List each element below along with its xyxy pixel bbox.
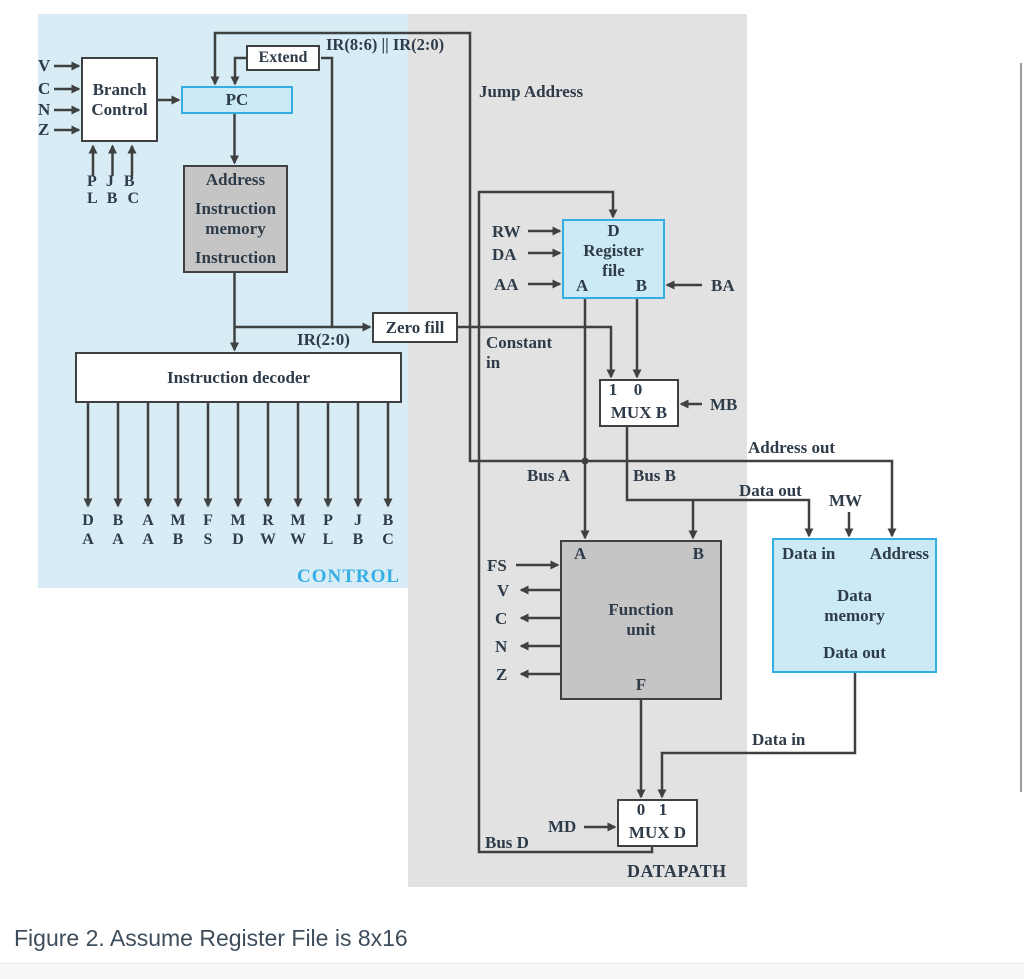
address-out-label: Address out xyxy=(748,438,836,457)
mux-d-input-0-label: 0 xyxy=(636,800,646,819)
fu-title: Function unit xyxy=(608,600,674,639)
control-region-label: CONTROL xyxy=(297,566,401,587)
fs-label: FS xyxy=(487,556,507,575)
da-label: DA xyxy=(492,245,517,264)
page-edge-line xyxy=(1020,63,1022,792)
ir-concat-label: IR(8:6) || IR(2:0) xyxy=(326,35,445,54)
data-out-label: Data out xyxy=(739,481,802,500)
mux-d-input-1-label: 1 xyxy=(658,800,668,819)
instruction-decoder-block: Instruction decoder xyxy=(75,352,402,403)
wire-jump-address xyxy=(210,31,585,463)
wire-address-out xyxy=(585,459,897,538)
mb-label: MB xyxy=(710,395,738,414)
footer-strip xyxy=(0,963,1024,979)
rf-b-port-label: B xyxy=(635,276,647,296)
mux-d-title: MUX D xyxy=(628,823,687,843)
status-input-v-label: V xyxy=(38,56,51,75)
constant-in-label: Constant in xyxy=(486,333,553,372)
extend-block: Extend xyxy=(246,45,320,71)
wire-bus-b-data-out xyxy=(625,427,814,538)
bus-a-label: Bus A xyxy=(527,466,570,485)
imem-title: Instruction memory xyxy=(194,199,277,238)
flag-c-label: C xyxy=(495,609,508,628)
mux-b-block: 1 0 MUX B xyxy=(599,379,679,427)
dm-address-port-label: Address xyxy=(869,544,929,563)
md-label: MD xyxy=(548,817,577,836)
branch-feedback-row2-label: L B C xyxy=(87,190,143,207)
mux-d-block: 0 1 MUX D xyxy=(617,799,698,847)
branch-control-block: Branch Control xyxy=(81,57,158,142)
rf-d-port-label: D xyxy=(607,221,620,240)
aa-label: AA xyxy=(494,275,519,294)
wiring-layer xyxy=(54,31,897,854)
figure-caption: Figure 2. Assume Register File is 8x16 xyxy=(14,925,408,951)
fu-a-port-label: A xyxy=(574,544,587,563)
register-file-block: D Register file A B xyxy=(562,219,665,299)
ir-low-label: IR(2:0) xyxy=(297,330,350,349)
rw-label: RW xyxy=(492,222,521,241)
data-memory-block: Data in Address Data memory Data out xyxy=(772,538,937,673)
datapath-region-label: DATAPATH xyxy=(627,861,727,881)
mux-b-input-1-label: 1 xyxy=(608,380,618,399)
rf-title-line2: file xyxy=(602,261,625,280)
branch-feedback-row1-label: P J B xyxy=(87,173,138,190)
ba-label: BA xyxy=(711,276,735,295)
status-input-z-label: Z xyxy=(38,120,50,139)
flag-n-label: N xyxy=(495,637,508,656)
flag-z-label: Z xyxy=(496,665,508,684)
status-input-c-label: C xyxy=(38,79,51,98)
mux-b-input-0-label: 0 xyxy=(633,380,643,399)
status-input-n-label: N xyxy=(38,100,51,119)
wire-constant-to-muxb xyxy=(458,325,616,379)
datapath-region-panel xyxy=(408,14,747,887)
bus-a-junction-dot xyxy=(581,457,589,465)
function-unit-block: A B Function unit F xyxy=(560,540,722,700)
mw-label: MW xyxy=(829,491,863,510)
dm-data-in-port-label: Data in xyxy=(782,544,836,563)
jump-address-label: Jump Address xyxy=(479,82,584,101)
imem-address-port-label: Address xyxy=(205,170,266,189)
wire-extend-to-pc xyxy=(230,56,246,86)
dm-data-out-port-label: Data out xyxy=(823,643,886,663)
wire-bus-d xyxy=(477,190,654,854)
imem-instruction-port-label: Instruction xyxy=(194,248,277,268)
rf-a-port-label: A xyxy=(576,276,589,296)
fu-f-port-label: F xyxy=(635,675,647,695)
fu-b-port-label: B xyxy=(692,544,704,563)
instruction-memory-block: Address Instruction memory Instruction xyxy=(183,165,288,273)
pc-block: PC xyxy=(181,86,293,114)
bus-d-label: Bus D xyxy=(485,833,529,852)
dm-title: Data memory xyxy=(824,585,885,625)
bus-b-label: Bus B xyxy=(633,466,676,485)
zero-fill-block: Zero fill xyxy=(372,312,458,343)
mux-b-title: MUX B xyxy=(610,403,668,423)
data-in-label: Data in xyxy=(752,730,806,749)
rf-title-line1: Register xyxy=(583,241,644,260)
wire-ir-to-extend xyxy=(321,56,334,327)
wire-dataout-to-muxd xyxy=(657,673,857,799)
flag-v-label: V xyxy=(497,581,510,600)
